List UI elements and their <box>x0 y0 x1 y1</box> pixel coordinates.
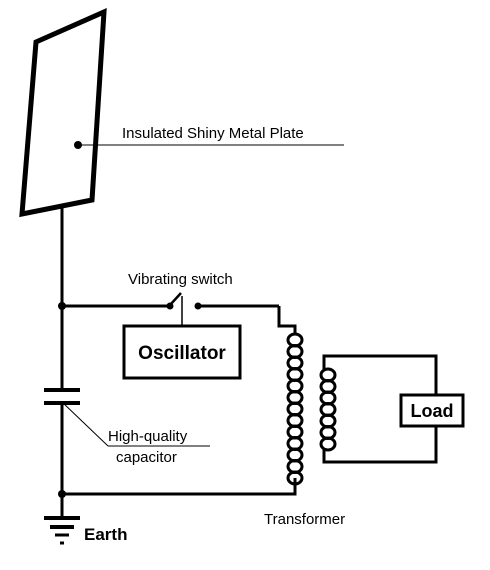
capacitor-leader <box>61 401 109 447</box>
secondary-circuit-wire-lower <box>322 426 438 464</box>
earth-label: Earth <box>84 525 127 544</box>
capacitor-label-line2: capacitor <box>116 449 177 466</box>
metal-plate <box>19 8 107 218</box>
plate-label: Insulated Shiny Metal Plate <box>122 125 304 142</box>
load-label: Load <box>411 401 454 421</box>
junction-bottom-dot <box>58 490 66 498</box>
load-box <box>399 393 465 428</box>
primary-bottom-lead <box>283 478 297 496</box>
transformer-primary-coil <box>286 332 304 486</box>
transformer-secondary-coil <box>319 367 337 452</box>
junction-top-dot <box>58 302 66 310</box>
secondary-circuit-wire <box>322 354 438 396</box>
secondary-coil-loop <box>319 436 337 452</box>
oscillator-label: Oscillator <box>138 343 226 364</box>
primary-top-lead <box>277 306 297 334</box>
switch-label: Vibrating switch <box>128 271 233 288</box>
oscillator-box <box>122 324 242 380</box>
switch-blade <box>169 292 182 306</box>
transformer-label: Transformer <box>264 511 345 528</box>
capacitor-label-line1: High-quality <box>108 428 188 445</box>
